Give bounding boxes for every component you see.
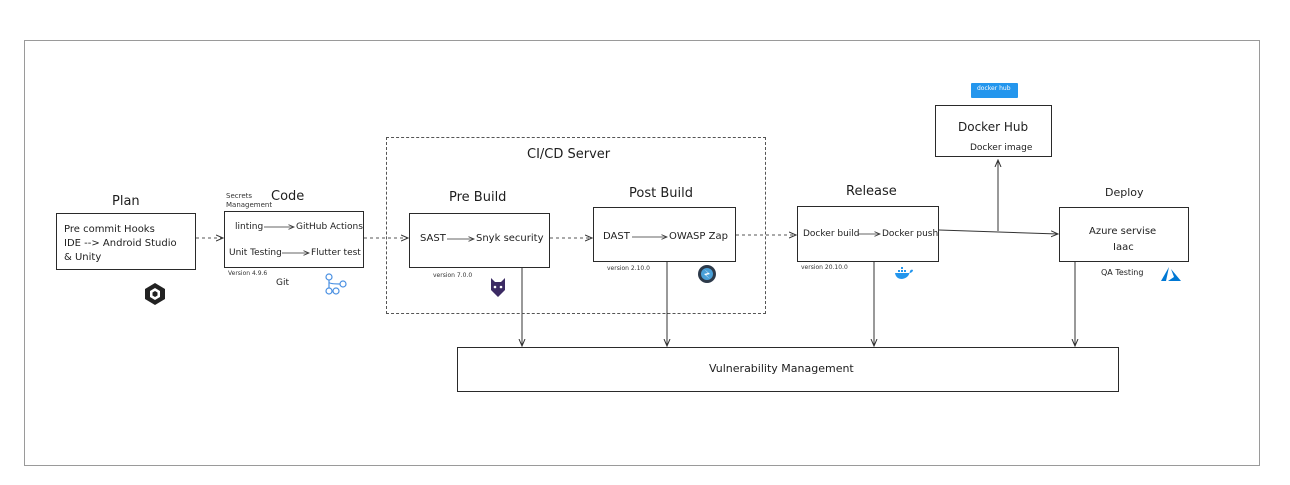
secrets-label-2: Management	[226, 201, 273, 209]
plan-line-3: & Unity	[64, 252, 102, 263]
vuln-box	[457, 347, 1119, 392]
plan-box	[56, 213, 196, 270]
plan-title: Plan	[112, 194, 140, 209]
prebuild-title: Pre Build	[449, 190, 507, 205]
plan-line-2: IDE --> Android Studio	[64, 238, 177, 249]
plan-line-1: Pre commit Hooks	[64, 224, 155, 235]
diagram-frame	[24, 40, 1260, 466]
release-box	[797, 206, 939, 262]
prebuild-box	[409, 213, 550, 268]
zap-icon	[698, 265, 716, 283]
postbuild-box	[593, 207, 736, 262]
release-docker-push: Docker push	[882, 229, 939, 239]
postbuild-owasp: OWASP Zap	[669, 231, 728, 242]
release-docker-build: Docker build	[803, 229, 860, 239]
postbuild-title: Post Build	[629, 186, 693, 201]
postbuild-dast: DAST	[603, 231, 630, 242]
deploy-line-1: Azure servise	[1089, 226, 1157, 237]
dockerhub-title: Docker Hub	[958, 120, 1029, 134]
code-flutter-test: Flutter test	[311, 248, 361, 258]
dockerhub-badge: docker hub	[971, 83, 1018, 98]
postbuild-version: version 2.10.0	[607, 265, 650, 272]
prebuild-snyk: Snyk security	[476, 233, 544, 244]
git-label: Git	[276, 278, 290, 288]
docker-whale-icon	[895, 267, 913, 279]
dockerhub-badge-text: docker hub	[977, 85, 1011, 92]
code-version: Version 4.9.6	[228, 270, 268, 277]
code-linting: linting	[235, 222, 264, 232]
vuln-title: Vulnerability Management	[709, 362, 854, 375]
code-title: Code	[271, 189, 305, 204]
ci-server-region	[386, 137, 766, 314]
arrow-release-to-deploy	[938, 229, 1058, 234]
secrets-label-1: Secrets	[226, 192, 253, 200]
prebuild-sast: SAST	[420, 233, 446, 244]
azure-logo-icon	[1161, 267, 1181, 281]
code-github-actions: GitHub Actions	[296, 222, 363, 232]
unity-logo-icon	[145, 283, 165, 305]
deploy-title: Deploy	[1105, 186, 1144, 199]
ci-server-title: CI/CD Server	[527, 147, 611, 162]
snyk-dog-icon	[491, 278, 505, 297]
deploy-qa: QA Testing	[1101, 268, 1144, 277]
release-title: Release	[846, 184, 897, 199]
deploy-box	[1059, 207, 1189, 262]
dockerhub-subtitle: Docker image	[970, 143, 1033, 153]
code-unit-testing: Unit Testing	[229, 248, 282, 258]
git-logo-icon	[325, 273, 347, 295]
dockerhub-box	[935, 105, 1052, 157]
deploy-line-2: Iaac	[1113, 242, 1134, 253]
code-box	[224, 211, 364, 268]
release-version: version 20.10.0	[801, 264, 848, 271]
prebuild-version: version 7.0.0	[433, 272, 473, 279]
